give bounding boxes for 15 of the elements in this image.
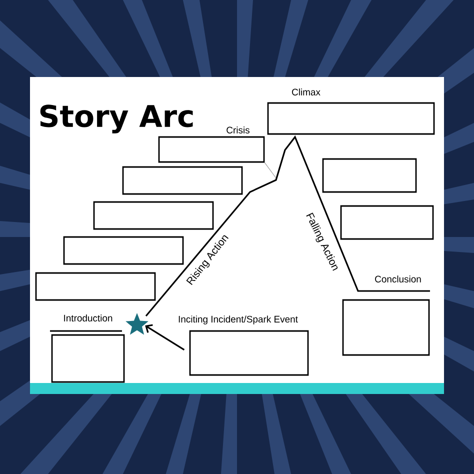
stage-label: Conclusion <box>375 276 421 282</box>
stage-label: Introduction <box>64 314 112 322</box>
stage-label: Climax <box>292 88 320 96</box>
answer-box <box>93 201 214 230</box>
title: Story Arc <box>40 104 193 134</box>
answer-box <box>340 205 434 240</box>
answer-box <box>35 272 156 301</box>
arrow <box>145 324 185 351</box>
leader-line <box>264 162 276 178</box>
stage-label: Crisis <box>226 126 250 134</box>
answer-box <box>122 166 243 195</box>
stage-label: Inciting Incident/Spark Event <box>178 316 298 324</box>
star-icon <box>126 313 148 335</box>
answer-box <box>322 158 417 193</box>
answer-box <box>63 236 184 265</box>
